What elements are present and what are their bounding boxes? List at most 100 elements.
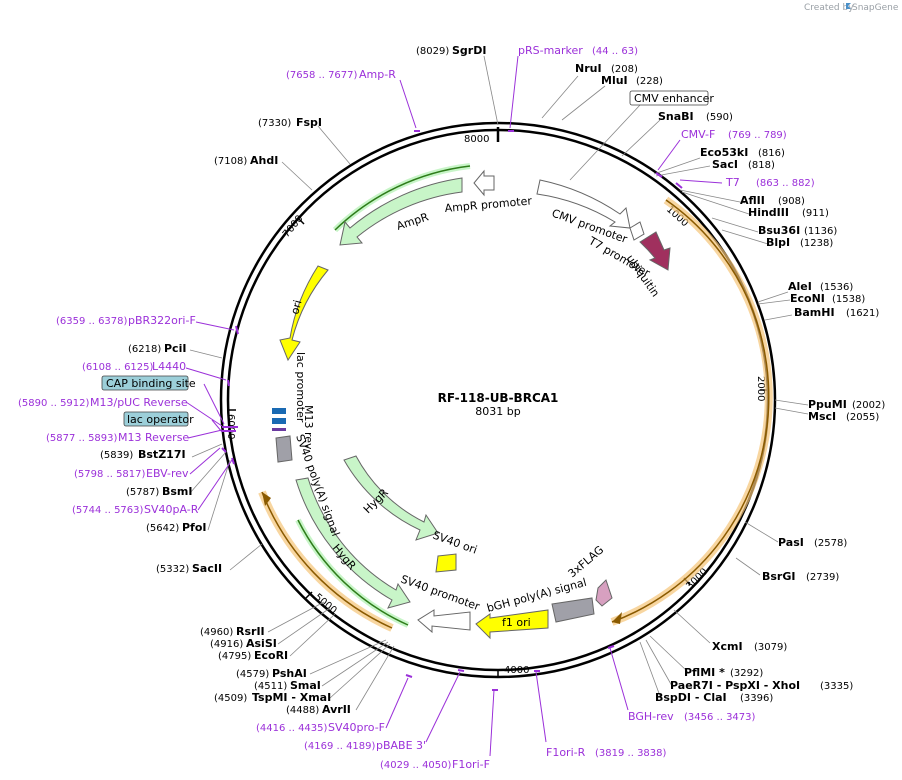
enzyme-fspi-pos: (7330): [258, 118, 291, 129]
primer-m13puc-pos: (5890 .. 5912): [18, 398, 90, 409]
enzyme-bspdi-pos: (3396): [740, 693, 773, 704]
ampr-arrow: [339, 177, 463, 246]
enzyme-pfoi: PfoI: [182, 521, 207, 534]
ampr-label: AmpR: [395, 210, 431, 233]
plasmid-name: RF-118-UB-BRCA1: [438, 391, 559, 405]
enzyme-hindiii-pos: (911): [802, 208, 829, 219]
bgh-polya-box: [551, 597, 595, 623]
leader-lines: [189, 55, 809, 711]
enzyme-bstz17i: BstZ17I: [138, 448, 186, 461]
enzyme-sacii: SacII: [192, 562, 222, 575]
primer-ebv-rev: EBV-rev: [146, 467, 189, 480]
primer-t7-pos: (863 .. 882): [756, 178, 815, 189]
primer-l4440: L4440: [152, 360, 186, 373]
sv40-promoter-arrow: [417, 609, 471, 634]
primer-prs-marker: pRS-marker: [518, 44, 583, 57]
primer-pbabe3: pBABE 3': [376, 739, 426, 752]
enzyme-tspmi-pos: (4509): [214, 693, 247, 704]
enzyme-rsrii-pos: (4960): [200, 627, 233, 638]
enzyme-bsrgi: BsrGI: [762, 570, 795, 583]
hygr-line: [297, 519, 409, 626]
enzyme-bsmi-pos: (5787): [126, 487, 159, 498]
snapgene-name: SnapGene: [852, 3, 899, 13]
m13-rev-label: M13 rev: [302, 405, 315, 450]
lac-operator-label: lac operator: [127, 413, 194, 426]
enzyme-paer7i: PaeR7I - PspXI - XhoI: [670, 679, 800, 692]
cmv-enhancer-callout: CMV enhancer: [629, 90, 714, 106]
enzyme-asisi-pos: (4916): [210, 639, 243, 650]
primer-f1ori-r-pos: (3819 .. 3838): [595, 748, 667, 759]
flag-arrow: [595, 579, 613, 607]
enzyme-ecori: EcoRI: [254, 649, 288, 662]
f1-ori-label: f1 ori: [502, 616, 531, 629]
enzyme-ecori-pos: (4795): [218, 651, 251, 662]
ampr-line: [334, 165, 471, 231]
cap-binding-site-callout: CAP binding site: [101, 375, 196, 391]
sv40-promoter-label: SV40 promoter: [399, 573, 482, 614]
enzyme-ppumi-pos: (2002): [852, 400, 885, 411]
lac-promoter-label: lac promoter: [294, 352, 307, 423]
hygr-outer-arrow: [295, 477, 411, 609]
primer-sv40pa-r-pos: (5744 .. 5763): [72, 505, 144, 516]
enzyme-ahdi-pos: (7108): [214, 156, 247, 167]
enzyme-sacii-pos: (5332): [156, 564, 189, 575]
primer-cmv-f-pos: (769 .. 789): [728, 130, 787, 141]
sv40-ori-box: [435, 553, 457, 573]
plasmid-length: 8031 bp: [475, 405, 520, 418]
flag-label: 3xFLAG: [566, 543, 607, 580]
enzyme-blpi: BlpI: [766, 236, 790, 249]
enzyme-smai-pos: (4511): [254, 681, 287, 692]
primer-f1ori-f: F1ori-F: [452, 758, 490, 771]
primer-f1ori-f-pos: (4029 .. 4050): [380, 760, 452, 771]
primer-m13rev: M13 Reverse: [118, 431, 189, 444]
orf-brca1-line: [611, 199, 770, 623]
enzyme-tspmi: TspMI - XmaI: [252, 691, 331, 704]
enzyme-ppumi: PpuMI: [808, 398, 847, 411]
t7-promoter-box: [629, 221, 645, 241]
orf-left-arrow: [262, 492, 271, 506]
cmv-enhancer-label: CMV enhancer: [634, 92, 714, 105]
tick-label-7000: 7000: [281, 213, 306, 240]
lac-operator-callout: lac operator: [123, 411, 194, 427]
enzyme-paer7i-pos: (3335): [820, 681, 853, 692]
enzyme-aflii-pos: (908): [778, 196, 805, 207]
enzyme-ahdi: AhdI: [250, 154, 278, 167]
lac-operator-mark: [272, 428, 286, 431]
primer-pbr322ori-f-pos: (6359 .. 6378): [56, 316, 128, 327]
enzyme-rsrii: RsrII: [236, 625, 265, 638]
enzyme-saci-pos: (818): [748, 160, 775, 171]
primer-cmv-f: CMV-F: [681, 128, 715, 141]
enzyme-mlui: MluI: [601, 74, 628, 87]
enzyme-msci-pos: (2055): [846, 412, 879, 423]
enzyme-avrii: AvrII: [322, 703, 351, 716]
enzyme-bsrgi-pos: (2739): [806, 572, 839, 583]
enzyme-bamhi-pos: (1621): [846, 308, 879, 319]
primer-m13rev-pos: (5877 .. 5893): [46, 433, 118, 444]
enzyme-eco53ki-pos: (816): [758, 148, 785, 159]
enzyme-pasi: PasI: [778, 536, 804, 549]
primer-marks: [221, 130, 683, 691]
snapgene-logo: SnapGene: [846, 3, 899, 13]
enzyme-pshai-pos: (4579): [236, 669, 269, 680]
enzyme-alei: AleI: [788, 280, 812, 293]
enzyme-pflmi: PflMI *: [684, 666, 725, 679]
enzyme-saci: SacI: [712, 158, 738, 171]
enzyme-smai: SmaI: [290, 679, 321, 692]
enzyme-eco53ki: Eco53kI: [700, 146, 748, 159]
ampr-promoter-label: AmpR promoter: [444, 194, 533, 215]
enzyme-pasi-pos: (2578): [814, 538, 847, 549]
enzyme-xcmi-pos: (3079): [754, 642, 787, 653]
primer-sv40pro-f: SV40pro-F: [328, 721, 385, 734]
enzyme-sgrdi: SgrDI: [452, 44, 486, 57]
f1-ori-arrow: [475, 609, 549, 640]
tick-label-4000: 4000: [504, 665, 529, 676]
primer-pbabe3-pos: (4169 .. 4189): [304, 741, 376, 752]
enzyme-pcii-pos: (6218): [128, 344, 161, 355]
enzyme-sgrdi-pos: (8029): [416, 46, 449, 57]
primer-bgh-rev: BGH-rev: [628, 710, 674, 723]
enzyme-msci: MscI: [808, 410, 836, 423]
enzyme-econi-pos: (1538): [832, 294, 865, 305]
enzyme-bsu36i-pos: (1136): [804, 226, 837, 237]
primer-leaders: [185, 55, 723, 757]
